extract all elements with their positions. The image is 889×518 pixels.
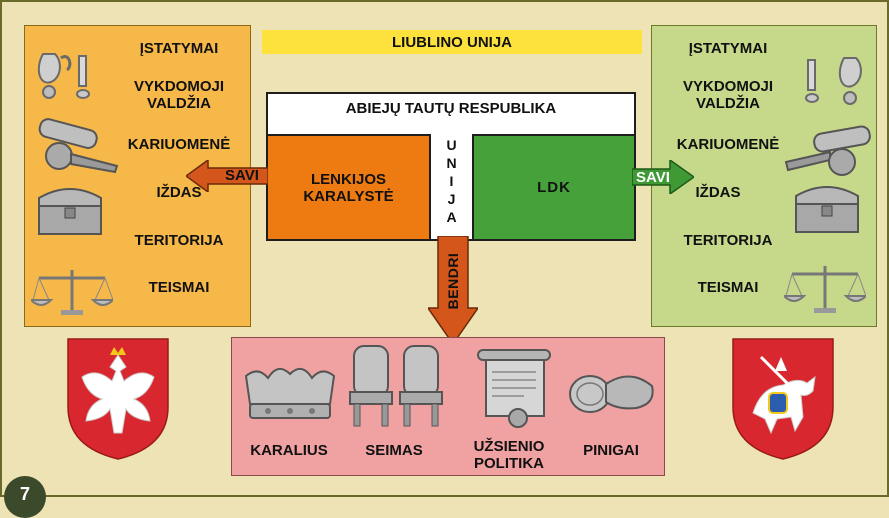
left-savi-label: SAVI (225, 167, 259, 184)
chest-icon (38, 188, 102, 235)
chain-icon (37, 53, 90, 99)
bendri-label: BENDRI (445, 252, 461, 310)
right-item-kariuomene: KARIUOMENĖ (676, 136, 780, 153)
union-letter: A (446, 209, 457, 225)
poland-box: LENKIJOS KARALYSTĖ (268, 134, 431, 239)
common-panel: KARALIUS SEIMAS UŽSIENIO POLITIKA PINIGA… (231, 337, 665, 476)
union-letter: J (447, 191, 456, 207)
common-item-karalius: KARALIUS (250, 442, 328, 459)
cannon-icon (784, 125, 871, 176)
left-item-istatymai: ĮSTATYMAI (139, 40, 219, 57)
right-item-teritorija: TERITORIJA (683, 232, 773, 249)
left-item-izdas: IŽDAS (156, 184, 202, 201)
cannon-icon (38, 118, 119, 174)
bendri-arrow (428, 236, 478, 344)
union-letter: N (446, 155, 457, 171)
union-letter: U (446, 137, 457, 153)
figure-number-badge: 7 (4, 476, 46, 518)
vytis-coat-of-arms-icon (732, 338, 834, 460)
right-item-teismai: TEISMAI (697, 279, 759, 296)
right-item-vykdomoji-valdzia: VYKDOMOJI VALDŽIA (682, 78, 773, 112)
crown-icon (244, 367, 336, 419)
eagle-coat-of-arms-icon (67, 338, 169, 460)
chain-icon (805, 57, 862, 105)
left-savi-arrow (186, 160, 268, 192)
left-item-vykdomoji-valdzia: VYKDOMOJI VALDŽIA (133, 78, 224, 112)
right-savi-arrow (632, 160, 694, 194)
left-item-kariuomene: KARIUOMENĖ (127, 136, 231, 153)
common-item-pinigai: PINIGAI (583, 442, 639, 459)
page-frame (0, 0, 889, 497)
scales-icon (784, 266, 866, 313)
ldk-box: LDK (472, 134, 634, 239)
right-savi-label: SAVI (636, 169, 670, 186)
common-item-uzsienio-politika: UŽSIENIO POLITIKA (473, 438, 545, 472)
right-item-istatymai: ĮSTATYMAI (688, 40, 768, 57)
coins-icon (569, 375, 654, 413)
union-letters: U N I J A (431, 136, 472, 226)
scales-icon (31, 270, 113, 315)
common-item-seimas: SEIMAS (365, 442, 423, 459)
left-item-teismai: TEISMAI (148, 279, 210, 296)
center-box: ABIEJŲ TAUTŲ RESPUBLIKA LENKIJOS KARALYS… (266, 92, 636, 241)
center-title: ABIEJŲ TAUTŲ RESPUBLIKA (345, 100, 557, 117)
throne-icon (349, 345, 443, 427)
right-item-izdas: IŽDAS (695, 184, 741, 201)
chest-icon (795, 186, 859, 233)
left-item-teritorija: TERITORIJA (134, 232, 224, 249)
diagram-title: LIUBLINO UNIJA (262, 30, 642, 54)
union-letter: I (449, 173, 454, 189)
scroll-icon (477, 349, 551, 428)
